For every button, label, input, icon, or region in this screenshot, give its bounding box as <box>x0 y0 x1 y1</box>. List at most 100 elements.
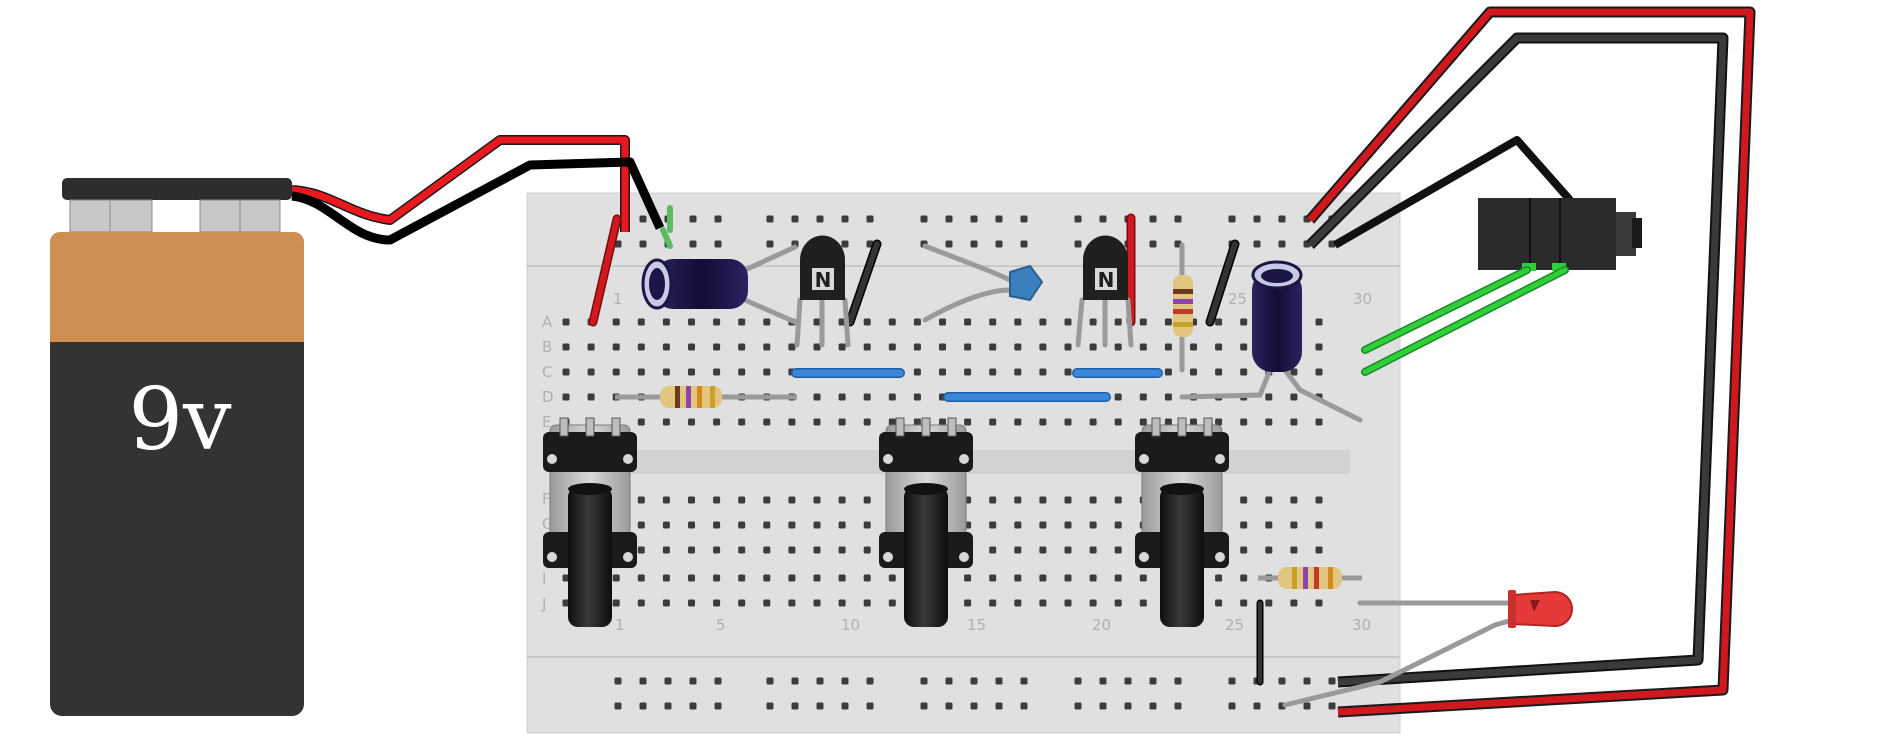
breadboard-hole <box>688 318 695 326</box>
breadboard-hole <box>788 599 796 607</box>
breadboard-hole <box>662 418 670 426</box>
breadboard-hole <box>688 599 695 607</box>
breadboard-hole <box>1089 343 1097 351</box>
breadboard-hole <box>662 318 670 326</box>
breadboard-hole <box>714 215 722 223</box>
battery-lead-red <box>291 136 629 232</box>
breadboard-hole <box>1190 343 1197 351</box>
breadboard-hole <box>838 546 846 554</box>
breadboard-hole <box>970 702 978 710</box>
breadboard-hole <box>1290 599 1298 607</box>
breadboard-hole <box>1240 521 1248 529</box>
transistor-1: N <box>800 235 845 300</box>
breadboard-hole <box>562 368 570 376</box>
breadboard-hole <box>1039 418 1047 426</box>
breadboard-hole <box>788 521 796 529</box>
breadboard-hole <box>945 677 953 685</box>
electrolytic-capacitor-2 <box>1251 260 1303 372</box>
breadboard-hole <box>587 393 595 401</box>
breadboard-hole <box>637 368 645 376</box>
breadboard-hole <box>1014 318 1022 326</box>
breadboard-hole <box>612 318 620 326</box>
jack-wires <box>1305 6 1756 718</box>
breadboard-hole <box>1099 702 1107 710</box>
breadboard-hole <box>1265 496 1273 504</box>
wire-green-2 <box>1362 267 1568 375</box>
row-label-c: C <box>542 363 552 381</box>
breadboard-hole <box>1124 702 1132 710</box>
breadboard-hole <box>989 496 997 504</box>
breadboard-hole <box>1265 418 1273 426</box>
col-label-top-30: 30 <box>1353 290 1372 308</box>
breadboard-hole <box>688 418 695 426</box>
breadboard-hole <box>1089 574 1097 582</box>
breadboard-hole <box>763 318 771 326</box>
short-jumpers <box>588 213 1264 686</box>
breadboard-hole <box>970 215 978 223</box>
breadboard-hole <box>913 393 921 401</box>
wire-black-jack <box>1333 136 1573 249</box>
jumper-black-1 <box>847 241 880 325</box>
breadboard-hole <box>766 215 774 223</box>
breadboard-hole <box>788 574 796 582</box>
breadboard-hole <box>662 574 670 582</box>
breadboard-hole <box>738 521 746 529</box>
breadboard-hole <box>945 215 953 223</box>
led-red <box>1508 590 1573 628</box>
breadboard-hole <box>662 599 670 607</box>
breadboard-hole <box>816 702 824 710</box>
breadboard-hole <box>964 343 972 351</box>
breadboard-hole <box>838 599 846 607</box>
breadboard-hole <box>788 546 796 554</box>
breadboard-hole <box>1315 546 1323 554</box>
breadboard-hole <box>1074 240 1082 248</box>
breadboard-hole <box>1089 418 1097 426</box>
breadboard-hole <box>562 318 570 326</box>
breadboard-hole <box>1014 521 1022 529</box>
breadboard-hole <box>1164 343 1172 351</box>
breadboard-hole <box>1064 318 1072 326</box>
breadboard-hole <box>989 599 997 607</box>
breadboard-hole <box>866 702 874 710</box>
breadboard-hole <box>1265 393 1273 401</box>
breadboard-hole <box>1240 418 1248 426</box>
battery-leads <box>291 135 673 249</box>
breadboard-hole <box>1240 496 1248 504</box>
breadboard-hole <box>1020 240 1028 248</box>
breadboard-hole <box>989 546 997 554</box>
breadboard-hole <box>863 343 871 351</box>
breadboard-hole <box>763 418 771 426</box>
breadboard-hole <box>838 496 846 504</box>
breadboard-hole <box>1240 343 1248 351</box>
breadboard-hole <box>920 215 928 223</box>
breadboard-hole <box>1253 215 1261 223</box>
breadboard-hole <box>970 677 978 685</box>
breadboard-hole <box>863 496 871 504</box>
electrolytic-capacitor-1 <box>641 258 748 310</box>
breadboard-hole <box>1089 521 1097 529</box>
breadboard-hole <box>995 677 1003 685</box>
breadboard-hole <box>1164 393 1172 401</box>
battery-snap-connector <box>62 178 292 200</box>
breadboard-hole <box>913 343 921 351</box>
breadboard-hole <box>838 574 846 582</box>
breadboard-hole <box>1265 521 1273 529</box>
breadboard-hole <box>1114 574 1122 582</box>
breadboard-hole <box>888 393 896 401</box>
breadboard-hole <box>637 599 645 607</box>
breadboard-hole <box>1139 574 1147 582</box>
breadboard-hole <box>614 240 622 248</box>
breadboard-hole <box>1064 418 1072 426</box>
breadboard-hole <box>791 702 799 710</box>
breadboard-hole <box>1290 418 1298 426</box>
breadboard-hole <box>913 368 921 376</box>
breadboard-hole <box>1039 546 1047 554</box>
ceramic-capacitor <box>1009 264 1044 302</box>
breadboard-hole <box>841 677 849 685</box>
breadboard-hole <box>989 521 997 529</box>
breadboard-hole <box>788 496 796 504</box>
breadboard-hole <box>763 546 771 554</box>
breadboard-hole <box>612 343 620 351</box>
breadboard-hole <box>738 368 746 376</box>
breadboard-hole <box>1290 496 1298 504</box>
